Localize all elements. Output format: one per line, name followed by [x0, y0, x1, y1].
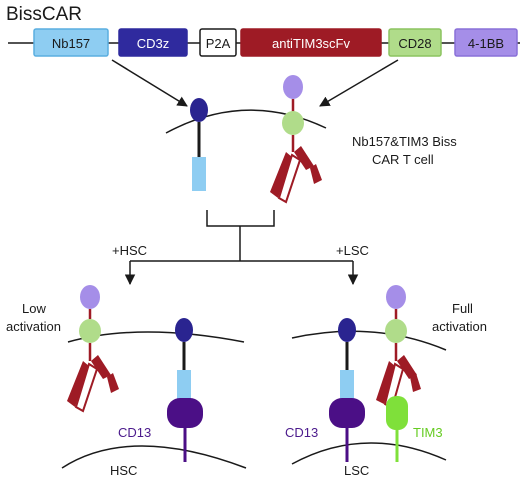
hsc-panel: Low activation CD13 HSC	[6, 285, 247, 478]
tim3-label: TIM3	[413, 425, 443, 440]
scfv-heavy-chain	[67, 361, 89, 407]
expression-arrow-right	[319, 59, 399, 107]
outcome-line: activation	[6, 319, 61, 334]
scfv-heavy-chain	[270, 152, 292, 198]
cd3z-domain	[175, 318, 193, 342]
construct-segment-label: 4-1BB	[468, 36, 504, 51]
cd3z-domain	[190, 98, 208, 122]
construct-box	[454, 28, 518, 57]
outcome-line: Full	[452, 301, 473, 316]
construct-segment-antitim3scfv: antiTIM3scFv	[240, 28, 382, 57]
construct-box	[118, 28, 188, 57]
nb157-cd3z-receptor	[190, 98, 208, 191]
construct-segment-label: CD28	[398, 36, 431, 51]
full-activation-label: Full activation	[432, 301, 487, 334]
expression-arrow-left	[111, 59, 188, 107]
construct-box	[199, 28, 237, 57]
tim3-scfv-receptor	[270, 75, 322, 204]
nb157-domain	[340, 370, 354, 402]
tim3-antigen	[386, 396, 408, 430]
tcell-label: Nb157&TIM3 Biss CAR T cell	[352, 134, 460, 167]
cd28-domain	[79, 319, 101, 343]
tcell-label-line: Nb157&TIM3 Biss	[352, 134, 457, 149]
scfv-heavy-chain	[91, 355, 111, 379]
tcell-label-line: CAR T cell	[372, 152, 434, 167]
cd3z-domain	[338, 318, 356, 342]
construct-box	[388, 28, 442, 57]
scfv-heavy-chain	[410, 373, 421, 392]
outcome-line: Low	[22, 301, 46, 316]
scfv-light-chain	[74, 362, 99, 413]
lsc-membrane	[291, 442, 447, 465]
construct-box	[240, 28, 382, 57]
hsc-membrane	[61, 445, 247, 469]
construct-box	[33, 28, 109, 57]
branch-label-lsc: +LSC	[336, 243, 369, 258]
cd28-domain	[385, 319, 407, 343]
construct-segment-nb157: Nb157	[33, 28, 109, 57]
scfv-heavy-chain	[397, 355, 417, 379]
cd13-label-hsc: CD13	[118, 425, 151, 440]
construct-segment-label: antiTIM3scFv	[272, 36, 351, 51]
lsc-label: LSC	[344, 463, 369, 478]
construct-bar: Nb157 CD3z P2A antiTIM3scFv CD28 4-1BB	[8, 28, 520, 57]
outcome-line: activation	[432, 319, 487, 334]
nb157-domain	[177, 370, 191, 402]
construct-segment-label: Nb157	[52, 36, 90, 51]
4-1bb-domain	[283, 75, 303, 99]
construct-segment-label: P2A	[206, 36, 231, 51]
construct-segment-p2a: P2A	[199, 28, 237, 57]
4-1bb-domain	[386, 285, 406, 309]
tcell-membrane	[291, 330, 447, 351]
low-activation-label: Low activation	[6, 301, 61, 334]
cd13-antigen	[167, 398, 203, 428]
construct-segment-cd3z: CD3z	[118, 28, 188, 57]
scfv-heavy-chain	[294, 146, 314, 170]
construct-segment-label: CD3z	[137, 36, 170, 51]
branch-label-hsc: +HSC	[112, 243, 147, 258]
cd28-domain	[282, 111, 304, 135]
cd13-antigen	[329, 398, 365, 428]
cd13-label-lsc: CD13	[285, 425, 318, 440]
branch-connector	[124, 210, 359, 286]
lsc-panel: Full activation CD13 TIM3 LSC	[285, 285, 487, 478]
tcell-membrane	[165, 109, 327, 134]
junction-bracket	[206, 210, 275, 227]
construct-segment-cd28: CD28	[388, 28, 442, 57]
nb157-domain	[192, 157, 206, 191]
scfv-heavy-chain	[376, 361, 395, 404]
diagram-title: BissCAR	[6, 4, 82, 25]
4-1bb-domain	[80, 285, 100, 309]
scfv-heavy-chain	[107, 373, 119, 393]
scfv-heavy-chain	[310, 164, 322, 184]
hsc-label: HSC	[110, 463, 137, 478]
scfv-light-chain	[277, 153, 302, 204]
construct-segment-4-1bb: 4-1BB	[454, 28, 518, 57]
